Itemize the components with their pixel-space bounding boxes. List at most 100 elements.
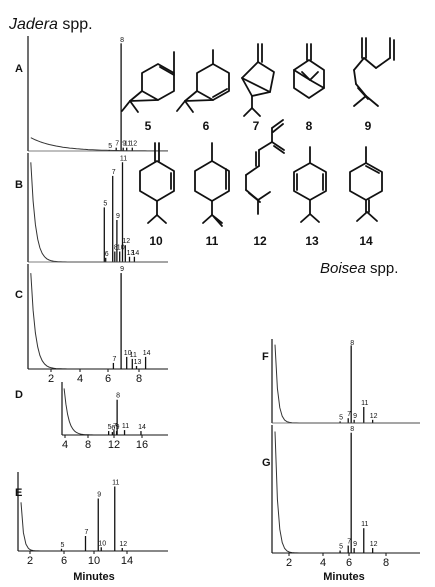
peak-label-11: 11 bbox=[130, 352, 137, 359]
compound-number: 12 bbox=[253, 234, 267, 248]
peak-label-9: 9 bbox=[116, 213, 120, 220]
peak-label-7: 7 bbox=[112, 169, 116, 176]
baseline-trace-b bbox=[30, 162, 168, 263]
peak-label-14: 14 bbox=[138, 424, 146, 431]
peak-label-8: 8 bbox=[120, 37, 124, 44]
peak-label-12: 12 bbox=[370, 541, 378, 548]
x-tick-label: 8 bbox=[136, 373, 142, 385]
peak-label-12: 12 bbox=[129, 141, 137, 148]
peak-label-5: 5 bbox=[339, 414, 343, 421]
compound-number: 6 bbox=[203, 119, 210, 133]
peak-label-8: 8 bbox=[114, 245, 118, 252]
jadera-title-suffix: spp. bbox=[58, 16, 93, 33]
peak-label-7: 7 bbox=[113, 423, 117, 430]
compound-number: 9 bbox=[365, 119, 372, 133]
x-tick-label: 4 bbox=[62, 439, 68, 451]
compound-number: 10 bbox=[149, 234, 163, 248]
structure-6 bbox=[176, 49, 230, 113]
peak-label-7: 7 bbox=[347, 411, 351, 418]
baseline-trace-a bbox=[30, 137, 168, 152]
boisea-title-suffix: spp. bbox=[366, 260, 399, 277]
boisea-title-genus: Boisea bbox=[320, 260, 366, 277]
panel-letter-f: F bbox=[262, 351, 269, 363]
panel-letter-d: D bbox=[15, 389, 23, 401]
panel-letter-g: G bbox=[262, 457, 271, 469]
x-tick-label: 6 bbox=[105, 373, 111, 385]
x-tick-label: 4 bbox=[320, 557, 326, 569]
peak-label-14: 14 bbox=[132, 250, 140, 257]
peak-label-10: 10 bbox=[124, 350, 132, 357]
peak-label-12: 12 bbox=[370, 413, 378, 420]
peak-label-7: 7 bbox=[347, 539, 351, 546]
chromatogram-d: 567981114481216 bbox=[61, 382, 168, 451]
peak-label-9: 9 bbox=[122, 141, 126, 148]
structure-9 bbox=[353, 37, 395, 107]
peak-label-7: 7 bbox=[112, 356, 116, 363]
jadera-title-genus: Jadera bbox=[8, 16, 58, 33]
panel-letter-e: E bbox=[15, 487, 22, 499]
x-tick-label: 8 bbox=[383, 557, 389, 569]
minutes-label-right: Minutes bbox=[323, 571, 365, 582]
minutes-label-left: Minutes bbox=[73, 571, 115, 582]
chromatogram-e: 5 7 9 10 11 12 2 6 10 14 bbox=[17, 472, 168, 567]
panel-letter-c: C bbox=[15, 289, 23, 301]
peak-label-11: 11 bbox=[122, 423, 129, 430]
compound-number: 5 bbox=[145, 119, 152, 133]
peak-label-9: 9 bbox=[353, 541, 357, 548]
structure-13 bbox=[293, 146, 327, 223]
peak-label-7: 7 bbox=[85, 529, 89, 536]
x-tick-label: 6 bbox=[61, 555, 67, 567]
structure-11 bbox=[194, 142, 230, 227]
peak-label-5: 5 bbox=[339, 544, 343, 551]
peak-label-5: 5 bbox=[103, 200, 107, 207]
structure-14 bbox=[349, 146, 383, 222]
peak-label-10: 10 bbox=[98, 540, 106, 547]
peak-label-9: 9 bbox=[120, 266, 124, 273]
peak-label-5: 5 bbox=[61, 542, 65, 549]
compound-number: 11 bbox=[206, 234, 219, 248]
x-tick-label: 4 bbox=[77, 373, 83, 385]
compound-number: 7 bbox=[253, 119, 260, 133]
peak-label-14: 14 bbox=[143, 350, 151, 357]
peak-label-12: 12 bbox=[122, 238, 130, 245]
x-tick-label: 6 bbox=[346, 557, 352, 569]
peak-label-11: 11 bbox=[361, 521, 368, 528]
peak-label-11: 11 bbox=[124, 141, 131, 148]
peak-label-5: 5 bbox=[108, 424, 112, 431]
x-tick-label: 2 bbox=[286, 557, 292, 569]
peak-label-8: 8 bbox=[350, 340, 354, 347]
baseline-trace-g bbox=[274, 431, 420, 554]
x-tick-label: 14 bbox=[121, 555, 133, 567]
peak-label-9: 9 bbox=[97, 492, 101, 499]
compound-number: 13 bbox=[305, 234, 319, 248]
compound-number: 14 bbox=[359, 234, 373, 248]
x-tick-label: 16 bbox=[136, 439, 148, 451]
x-tick-label: 2 bbox=[27, 555, 33, 567]
peak-label-6: 6 bbox=[105, 251, 109, 258]
panel-letter-b: B bbox=[15, 179, 23, 191]
x-tick-label: 10 bbox=[88, 555, 100, 567]
peak-label-11: 11 bbox=[361, 400, 368, 407]
compound-number: 8 bbox=[306, 119, 313, 133]
peak-label-11: 11 bbox=[112, 480, 119, 487]
peak-label-12: 12 bbox=[119, 541, 127, 548]
peak-label-13: 13 bbox=[127, 250, 135, 257]
peak-label-7: 7 bbox=[115, 141, 119, 148]
structure-12 bbox=[245, 119, 285, 215]
structure-10 bbox=[139, 142, 175, 224]
boisea-title: Boisea spp. bbox=[320, 260, 398, 277]
peak-label-13: 13 bbox=[134, 359, 142, 366]
x-tick-label: 12 bbox=[108, 439, 120, 451]
peak-label-10: 10 bbox=[117, 245, 125, 252]
structure-8 bbox=[293, 43, 325, 99]
peak-label-6: 6 bbox=[111, 425, 115, 432]
peak-label-9: 9 bbox=[353, 413, 357, 420]
peak-label-8: 8 bbox=[116, 393, 120, 400]
